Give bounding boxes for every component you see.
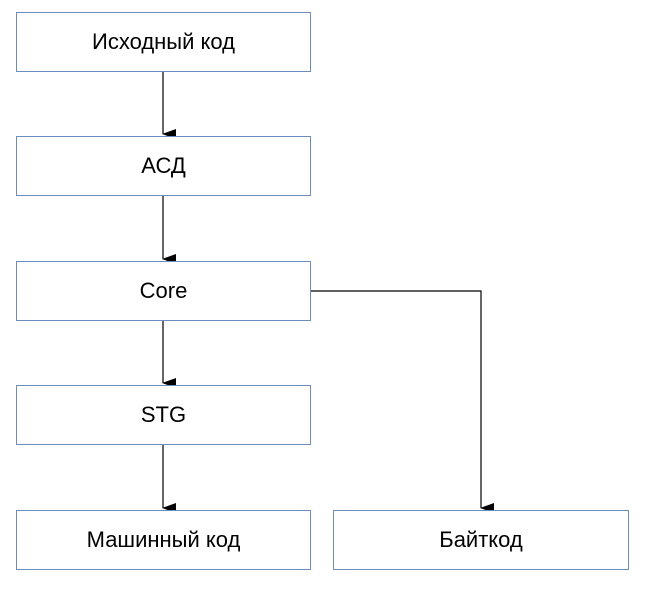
node-source-code: Исходный код (16, 12, 311, 72)
node-stg-label: STG (140, 402, 187, 427)
node-core: Core (16, 261, 311, 321)
node-ast: АСД (16, 136, 311, 196)
edge-core-to-bytecode (311, 290, 494, 513)
node-ast-label: АСД (141, 153, 186, 178)
node-stg: STG (16, 385, 311, 445)
node-bytecode: Байткод (333, 510, 629, 570)
node-bytecode-label: Байткод (439, 527, 523, 552)
node-machine-code-label: Машинный код (86, 527, 241, 552)
node-machine-code: Машинный код (16, 510, 311, 570)
node-source-code-label: Исходный код (92, 29, 235, 54)
node-core-label: Core (139, 278, 188, 303)
